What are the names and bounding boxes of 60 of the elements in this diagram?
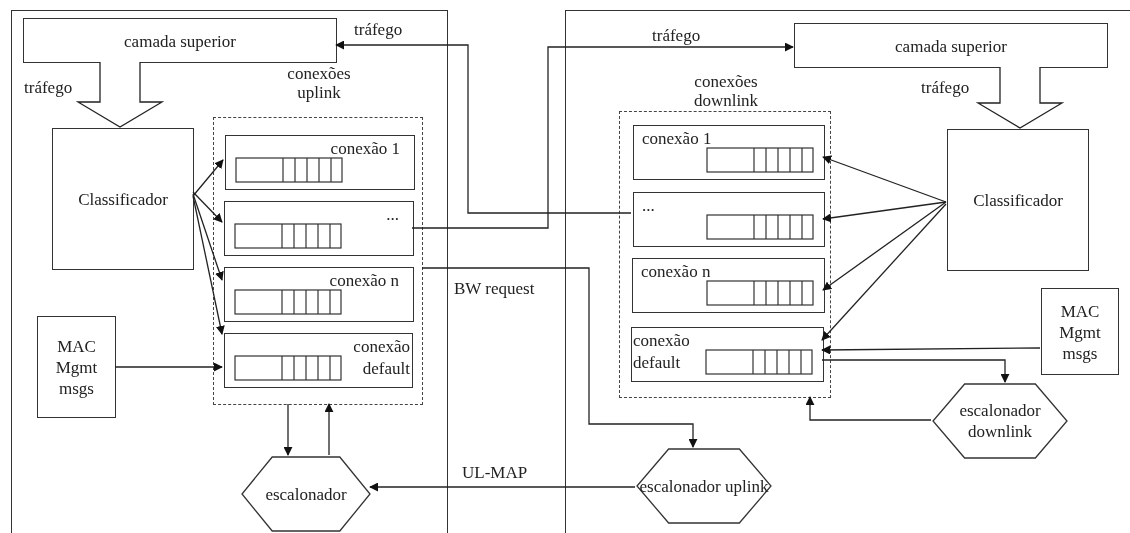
process-box [23, 18, 337, 63]
process-box [947, 129, 1089, 271]
arrow [805, 396, 932, 421]
node-label: escalonador uplink [638, 475, 770, 497]
node-label: conexão n [329, 271, 399, 290]
connection-box [225, 135, 415, 190]
arrow [821, 203, 947, 341]
arrow [324, 403, 334, 456]
arrow [421, 267, 698, 448]
arrow [822, 155, 947, 203]
node-label: conexão default [352, 336, 410, 380]
node-label: camada superior [123, 31, 237, 50]
node-label: conexão 1 [330, 139, 400, 158]
node-label: conexão n [641, 262, 711, 281]
connection-box [224, 267, 414, 322]
arrow [821, 359, 1010, 383]
node-label: MAC Mgmt msgs [54, 335, 99, 399]
station-frame [565, 10, 1130, 533]
edge-label: tráfego [650, 26, 703, 45]
block-arrow [975, 66, 1065, 129]
node-label: ... [642, 196, 655, 215]
arrow [821, 345, 1041, 355]
node-label: escalonador [264, 484, 348, 504]
arrow [192, 191, 223, 223]
arrow [283, 403, 293, 456]
scheduler-hexagon [636, 448, 772, 524]
node-label: camada superior [894, 36, 1008, 55]
arrow [192, 159, 224, 197]
node-label: ... [386, 205, 399, 224]
node-label: conexão default [633, 330, 691, 374]
process-box [37, 316, 116, 418]
node-label: conexão 1 [642, 129, 712, 148]
arrow [192, 193, 224, 281]
arrow [114, 362, 223, 372]
connection-box [631, 327, 824, 382]
node-label: Classificador [972, 190, 1064, 210]
scheduler-hexagon [241, 456, 371, 532]
connection-box [224, 201, 414, 256]
edge-label: tráfego [919, 78, 972, 97]
node-label: escalonador downlink [958, 400, 1042, 442]
block-arrow [75, 61, 165, 128]
connection-box [632, 258, 825, 313]
edge-label: tráfego [22, 78, 75, 97]
node-label: MAC Mgmt msgs [1058, 300, 1102, 363]
station-frame [11, 10, 448, 533]
node-label: Classificador [77, 189, 169, 209]
edge-label: tráfego [352, 20, 405, 39]
connection-box [224, 333, 413, 388]
process-box [52, 128, 194, 270]
process-box [1041, 288, 1119, 375]
arrow [192, 195, 225, 335]
arrow [411, 42, 794, 229]
scheduler-hexagon [932, 383, 1068, 459]
process-box [794, 23, 1108, 68]
connection-box [633, 125, 825, 180]
arrow [822, 201, 947, 291]
arrow [335, 40, 632, 214]
arrow [369, 482, 636, 492]
connection-box [633, 192, 825, 247]
arrow [822, 201, 947, 223]
